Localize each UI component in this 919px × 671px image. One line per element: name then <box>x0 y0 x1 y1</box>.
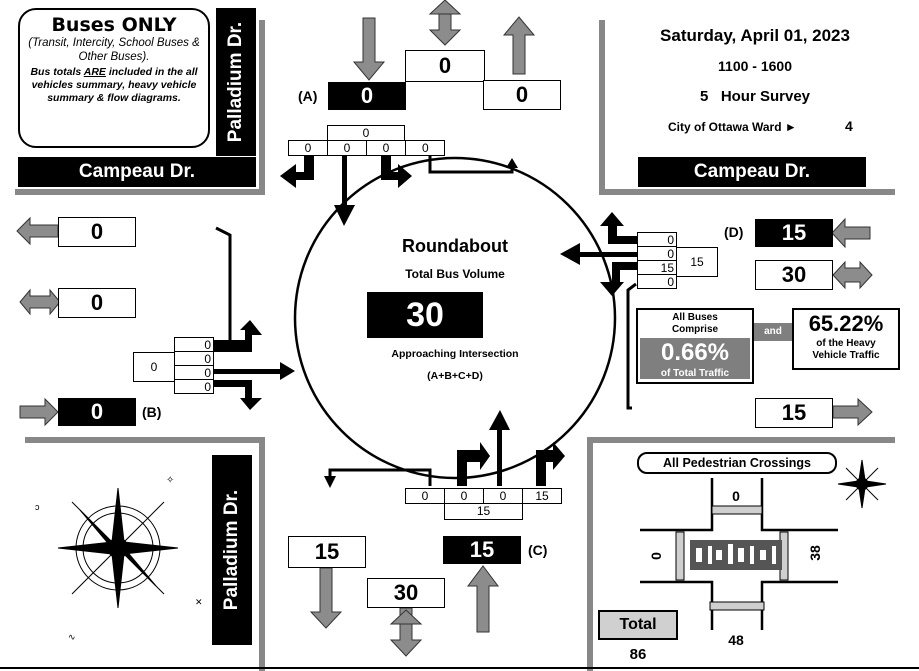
south-label: (C) <box>528 542 548 558</box>
north-cell-3: 0 <box>366 140 406 156</box>
south-cell-1: 0 <box>405 488 445 504</box>
south-total: 30 <box>367 578 445 608</box>
street-label-nw-horizontal: Campeau Dr. <box>18 157 256 187</box>
roundabout-formula: (A+B+C+D) <box>427 370 483 382</box>
east-depart: 15 <box>755 398 833 428</box>
west-total: 0 <box>58 288 136 318</box>
north-cell-1: 0 <box>288 140 328 156</box>
west-label: (B) <box>142 404 162 420</box>
share-pct-total: 0.66% <box>640 338 750 368</box>
west-cell-3: 0 <box>174 365 214 380</box>
south-cell-4: 15 <box>522 488 562 504</box>
legend-box: Buses ONLY (Transit, Intercity, School B… <box>18 8 210 148</box>
roundabout-title: Roundabout <box>402 236 508 256</box>
ped-west: 0 <box>648 552 664 560</box>
svg-text:✕: ✕ <box>195 597 203 607</box>
ped-title: All Pedestrian Crossings <box>637 452 837 474</box>
ped-total-label: Total <box>598 610 678 640</box>
north-approach: 0 <box>328 82 406 110</box>
west-cell-2: 0 <box>174 351 214 366</box>
east-approach: 15 <box>755 219 833 247</box>
south-approach: 15 <box>443 536 521 564</box>
ped-north: 0 <box>732 488 740 504</box>
share-of-total: of Total Traffic <box>640 368 750 379</box>
south-bottom-cell: 15 <box>444 503 523 520</box>
ped-total: 86 <box>629 646 647 663</box>
east-cell-1: 0 <box>637 232 677 247</box>
share-pct-heavy: 65.22% <box>808 311 884 336</box>
east-side-cell: 15 <box>676 247 718 277</box>
north-label: (A) <box>298 88 318 104</box>
west-depart: 0 <box>58 217 136 247</box>
north-total: 0 <box>405 50 485 82</box>
south-cell-3: 0 <box>483 488 523 504</box>
west-cell-1: 0 <box>174 337 214 352</box>
survey-ward: 4 <box>845 118 853 134</box>
west-side-cell: 0 <box>133 352 175 382</box>
share-total-panel: All Buses Comprise 0.66% of Total Traffi… <box>636 308 754 384</box>
east-cell-2: 0 <box>637 246 677 261</box>
north-cell-4: 0 <box>405 140 445 156</box>
roundabout-subtitle: Total Bus Volume <box>405 267 505 281</box>
survey-hours: 5 Hour Survey <box>699 88 811 105</box>
street-label-sw-vertical: Palladium Dr. <box>212 455 252 645</box>
roundabout-total: 30 <box>367 292 483 338</box>
share-of-heavy: of the Heavy Vehicle Traffic <box>812 338 880 361</box>
west-cell-4: 0 <box>174 379 214 394</box>
survey-ward-label: City of Ottawa Ward ► <box>668 120 797 134</box>
svg-text:∿: ∿ <box>68 632 76 642</box>
north-top-cell: 0 <box>327 125 405 141</box>
legend-note: Bus totals ARE included in the all vehic… <box>30 66 198 104</box>
survey-time: 1100 - 1600 <box>718 58 792 74</box>
east-cell-3: 15 <box>637 260 677 275</box>
south-depart: 15 <box>288 536 366 568</box>
legend-sub: (Transit, Intercity, School Buses & Othe… <box>28 37 200 63</box>
survey-date: Saturday, April 01, 2023 <box>660 26 850 45</box>
street-label-ne-horizontal: Campeau Dr. <box>638 157 866 187</box>
east-total: 30 <box>755 260 833 290</box>
share-heavy-panel: 65.22% of the Heavy Vehicle Traffic <box>792 308 900 370</box>
north-depart: 0 <box>483 80 561 110</box>
ped-south: 48 <box>728 632 744 648</box>
east-cell-4: 0 <box>637 274 677 289</box>
legend-title: Buses ONLY <box>51 14 177 36</box>
ped-east: 38 <box>807 545 823 561</box>
share-and: and <box>754 323 792 341</box>
south-cell-2: 0 <box>444 488 484 504</box>
east-label: (D) <box>724 224 744 240</box>
north-cell-2: 0 <box>327 140 367 156</box>
west-approach: 0 <box>58 398 136 426</box>
share-all-buses: All Buses Comprise <box>671 312 719 335</box>
svg-text:ↄ: ↄ <box>35 502 40 512</box>
roundabout-approach-label: Approaching Intersection <box>391 348 519 360</box>
street-label-nw-vertical: Palladium Dr. <box>216 8 256 156</box>
svg-text:✧: ✧ <box>166 475 174 486</box>
